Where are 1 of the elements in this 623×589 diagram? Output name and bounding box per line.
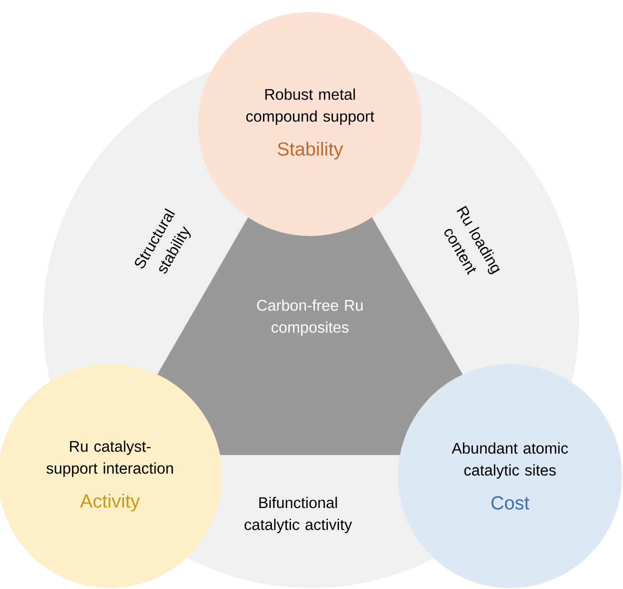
ring-label: Bifunctional catalytic activity — [244, 496, 352, 534]
